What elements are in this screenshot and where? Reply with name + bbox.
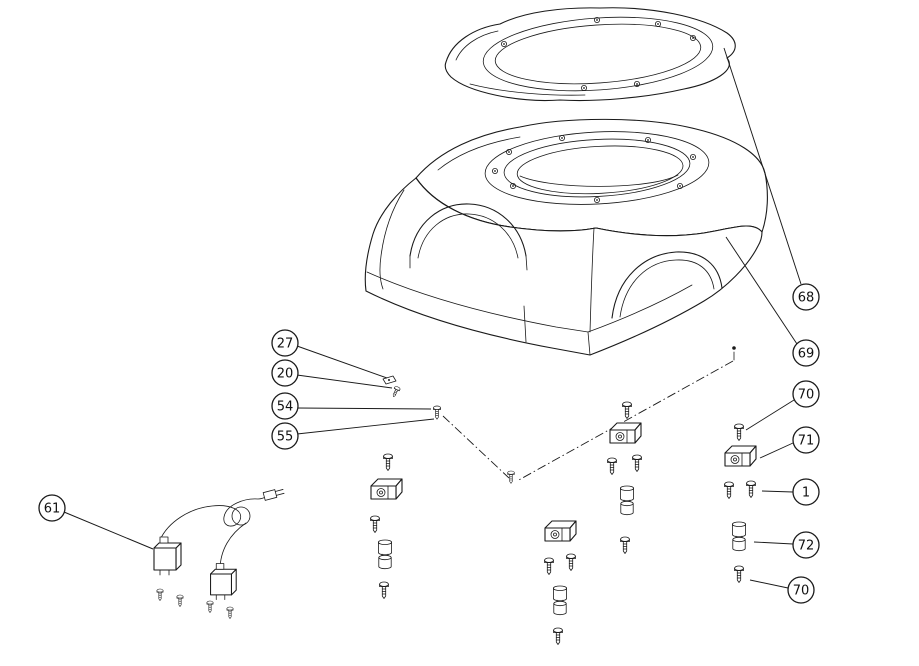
callout-70-lower-label: 70 (793, 584, 810, 599)
callout-68: 68 (723, 47, 820, 311)
callout-61: 61 (38, 494, 154, 550)
callout-70-lower: 70 (749, 576, 815, 604)
fastener-screw-54-55 (433, 405, 441, 420)
callout-20-label: 20 (277, 367, 294, 382)
fastener-clip-27 (382, 375, 397, 385)
callout-61-label: 61 (44, 502, 61, 517)
deck-screw-holes (491, 134, 697, 203)
callout-69: 69 (725, 236, 820, 367)
callout-69-label: 69 (798, 347, 815, 362)
mount-group-lower-center (544, 520, 577, 645)
callout-54-label: 54 (277, 400, 294, 415)
callout-68-label: 68 (798, 291, 815, 306)
callout-71: 71 (759, 426, 820, 459)
main-shroud-part (364, 118, 768, 356)
callout-27-label: 27 (277, 337, 294, 352)
fastener-screw-20 (390, 385, 401, 399)
mount-group-center (607, 401, 642, 554)
callout-71-label: 71 (798, 434, 815, 449)
callout-70-upper-label: 70 (798, 388, 815, 403)
top-cover-part (444, 7, 736, 102)
callout-20: 20 (271, 359, 393, 389)
cable-switch-assembly (153, 489, 285, 619)
callout-55-label: 55 (277, 430, 294, 445)
callout-1-label: 1 (802, 486, 810, 501)
callout-72: 72 (753, 531, 820, 559)
mount-group-left (370, 453, 403, 599)
callout-54: 54 (271, 392, 432, 420)
callout-55: 55 (271, 418, 435, 450)
mount-group-right (724, 423, 757, 583)
dash-construction-lines (442, 346, 736, 482)
callout-27: 27 (271, 329, 388, 379)
callout-70-upper: 70 (745, 380, 820, 431)
cover-screw-holes (500, 16, 697, 92)
callout-1: 1 (761, 478, 820, 506)
callout-72-label: 72 (798, 539, 815, 554)
